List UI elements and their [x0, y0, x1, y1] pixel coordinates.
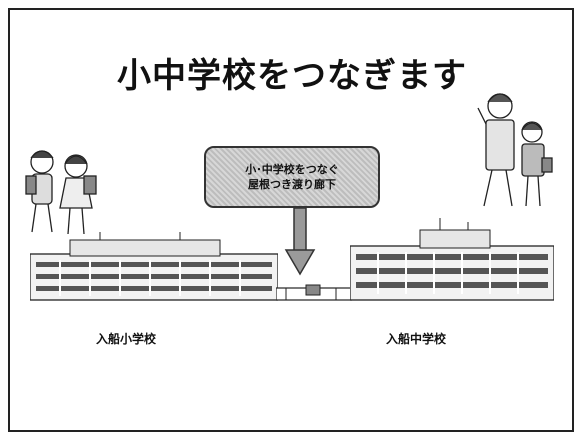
down-arrow-icon — [284, 208, 316, 276]
slide-frame — [8, 8, 574, 432]
elementary-school-label: 入船小学校 — [96, 332, 157, 346]
callout-line-1: 小･中学校をつなぐ — [245, 163, 339, 176]
callout-box: 小･中学校をつなぐ 屋根つき渡り廊下 — [204, 146, 380, 208]
junior-high-school-label: 入船中学校 — [386, 332, 447, 346]
children-illustration — [25, 150, 97, 235]
elementary-school-building — [30, 232, 278, 301]
junior-high-school-building — [350, 218, 554, 301]
parent-child-illustration — [477, 93, 553, 207]
slide-title: 小中学校をつなぎます — [117, 56, 467, 96]
callout-line-2: 屋根つき渡り廊下 — [248, 178, 336, 191]
covered-walkway — [276, 284, 352, 301]
